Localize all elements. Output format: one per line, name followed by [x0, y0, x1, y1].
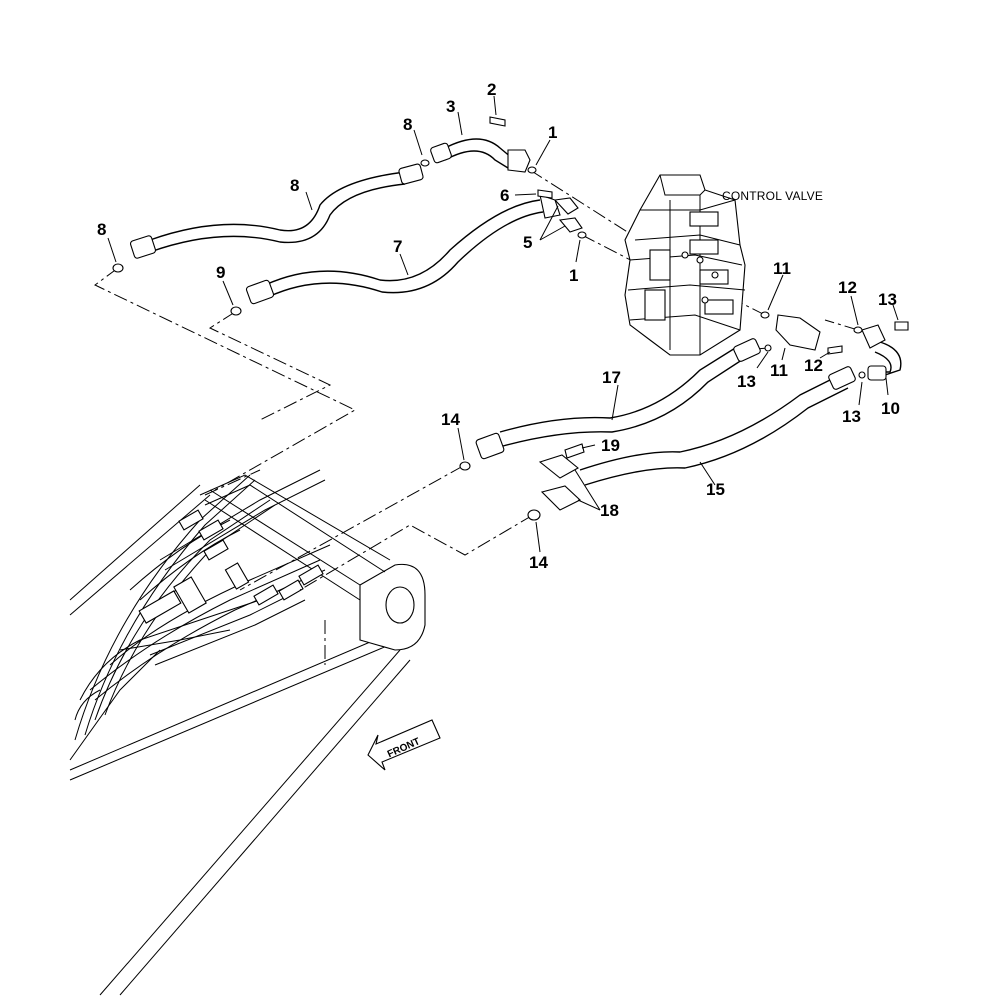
o-ring-13b [858, 371, 866, 379]
callout-12: 12 [804, 356, 823, 375]
hose-15 [579, 366, 856, 486]
callout-8: 8 [97, 220, 106, 239]
callout-7: 8 [290, 176, 299, 195]
o-ring-14 [527, 509, 541, 521]
bolt-19 [564, 443, 585, 459]
hose-7 [129, 163, 424, 259]
control-valve-label: CONTROL VALVE [722, 189, 823, 203]
callout-8: 9 [216, 263, 225, 282]
callout-3: 3 [446, 97, 455, 116]
callout-4: 5 [523, 233, 532, 252]
o-ring-8c [420, 159, 430, 167]
callout-12: 13 [878, 290, 897, 309]
callout-14: 14 [529, 553, 548, 572]
control-valve: CONTROL VALVE [624, 174, 823, 356]
hose-9 [861, 324, 902, 381]
bolt-12b [894, 321, 909, 331]
callout-6: 7 [393, 237, 402, 256]
small-parts [112, 116, 909, 521]
front-arrow: FRONT [367, 719, 441, 771]
o-ring-13c [459, 461, 471, 471]
callout-1: 1 [569, 266, 578, 285]
bolt-5 [537, 189, 553, 199]
flange-4a [553, 197, 579, 215]
callout-11: 11 [773, 259, 791, 278]
callout-2: 2 [487, 80, 496, 99]
o-ring-11a [760, 311, 770, 319]
callouts: 2 3 8 1 8 6 8 7 5 1 9 11 12 13 12 13 11 … [97, 80, 900, 572]
hose-6 [245, 194, 561, 305]
callout-19: 19 [601, 436, 620, 455]
flange-18b [540, 485, 581, 511]
bolt-12a [827, 345, 843, 355]
callout-9: 10 [881, 399, 900, 418]
o-ring-1a [527, 166, 537, 174]
o-ring-13a [764, 344, 772, 352]
o-ring-1b [577, 231, 587, 239]
callout-10: 11 [770, 361, 788, 380]
boom-assembly [69, 469, 426, 996]
callout-13: 13 [737, 372, 756, 391]
routing-lines [94, 169, 859, 665]
leader-lines [107, 95, 899, 553]
callout-5: 6 [500, 186, 509, 205]
hoses [129, 138, 902, 486]
flange-18a [538, 454, 579, 479]
callout-1: 1 [548, 123, 557, 142]
hose-17 [475, 338, 761, 460]
callout-13: 14 [441, 410, 460, 429]
callout-17: 17 [602, 368, 621, 387]
flange-4b [558, 217, 583, 233]
fitting-10 [775, 314, 821, 351]
o-ring-8a [112, 263, 124, 273]
callout-13: 13 [842, 407, 861, 426]
bolt-2 [489, 116, 506, 127]
callout-15: 15 [706, 480, 725, 499]
callout-8: 8 [403, 115, 412, 134]
hose-3 [430, 138, 531, 173]
o-ring-11b [853, 326, 863, 334]
callout-11: 12 [838, 278, 857, 297]
o-ring-8b [230, 306, 242, 316]
callout-18: 18 [600, 501, 619, 520]
